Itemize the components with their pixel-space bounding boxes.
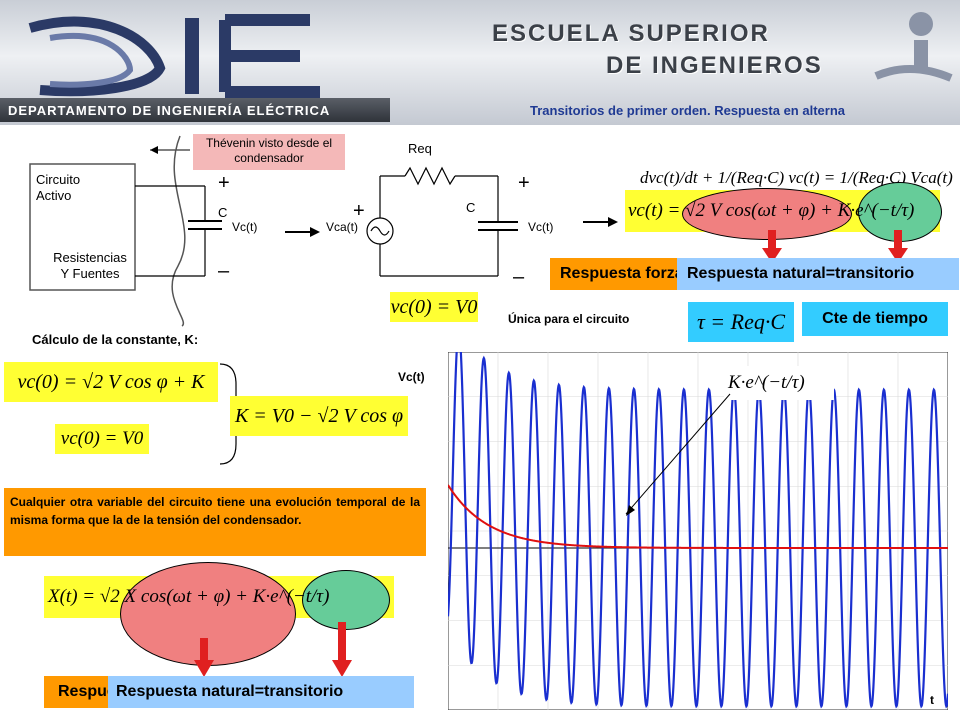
vc-left-label: Vc(t) (232, 220, 258, 234)
exp-callout-eq: K·e^(−t/τ) (728, 372, 805, 393)
callout-arrow (625, 393, 731, 516)
calculo-label: Cálculo de la constante, K: (32, 332, 199, 347)
chart-series-exponential (448, 484, 948, 549)
chart-xlabel: t (930, 693, 934, 707)
initial-condition-eq: vc(0) = V0 (390, 292, 478, 322)
plus-right: + (518, 172, 530, 194)
school-name-line2: DE INGENIEROS (606, 52, 823, 79)
chart-series-sinusoid (448, 352, 948, 709)
forced-ellipse (682, 188, 852, 240)
chart-ylabel: Vc(t) (398, 370, 425, 384)
school-name-line1: ESCUELA SUPERIOR (492, 20, 770, 47)
vc-right-label: Vc(t) (528, 220, 554, 234)
slide-subtitle: Transitorios de primer orden. Respuesta … (530, 103, 845, 118)
red-arrow-forced-bottom (194, 638, 214, 677)
exp-callout-label (724, 366, 834, 400)
department-strip (0, 98, 390, 122)
respuesta-natural-top: Respuesta natural=transitorio (677, 258, 959, 290)
red-arrow-natural-top (888, 230, 908, 263)
respuesta-natural-bottom: Respuesta natural=transitorio (108, 676, 414, 708)
cap-left-label: C (218, 205, 228, 220)
respuesta-forzada-top: Respuesta forzada (550, 258, 680, 290)
plus-left: + (218, 172, 230, 194)
minus-right: – (513, 266, 525, 288)
differential-equation: dvc(t)/dt + 1/(Req·C) vc(t) = 1/(Req·C) … (640, 168, 953, 187)
tau-eq: τ = Req·C (688, 302, 794, 342)
natural-ellipse-bottom (302, 570, 390, 630)
x-solution-eq: X(t) = √2 X cos(ωt + φ) + K·e^(−t/τ) (48, 586, 330, 607)
transient-chart: t (448, 352, 948, 710)
plus-source: + (353, 200, 365, 222)
cap-right-label: C (466, 200, 476, 215)
circuit-diagram (29, 135, 618, 327)
die-logo-icon (28, 14, 320, 98)
red-arrow-forced-top (762, 230, 782, 263)
unica-label: Única para el circuito (508, 312, 630, 326)
k-equation-1: vc(0) = √2 V cos φ + K (4, 362, 218, 402)
minus-left: – (218, 260, 230, 282)
red-arrow-natural-bottom (332, 622, 352, 677)
vca-label: Vca(t) (326, 220, 359, 234)
engineer-figure-icon (874, 12, 953, 82)
req-label: Req (408, 141, 432, 156)
k-equation-2: vc(0) = V0 (55, 424, 149, 454)
department-name: DEPARTAMENTO DE INGENIERÍA ELÉCTRICA (8, 103, 331, 118)
resistances-label: Resistencias Y Fuentes (53, 250, 127, 281)
thevenin-label: Thévenin visto desde el condensador (193, 134, 345, 170)
respuesta-forzada-bottom: Respuesta forzada (44, 676, 116, 708)
cte-tiempo-label: Cte de tiempo (802, 302, 948, 336)
k-result-eq: K = V0 − √2 V cos φ (230, 396, 408, 436)
note-box: Cualquier otra variable del circuito tie… (4, 488, 426, 556)
active-block-label: Circuito Activo (36, 172, 81, 203)
vc-solution-eq: vc(t) = √2 V cos(ωt + φ) + K·e^(−t/τ) (628, 200, 915, 221)
